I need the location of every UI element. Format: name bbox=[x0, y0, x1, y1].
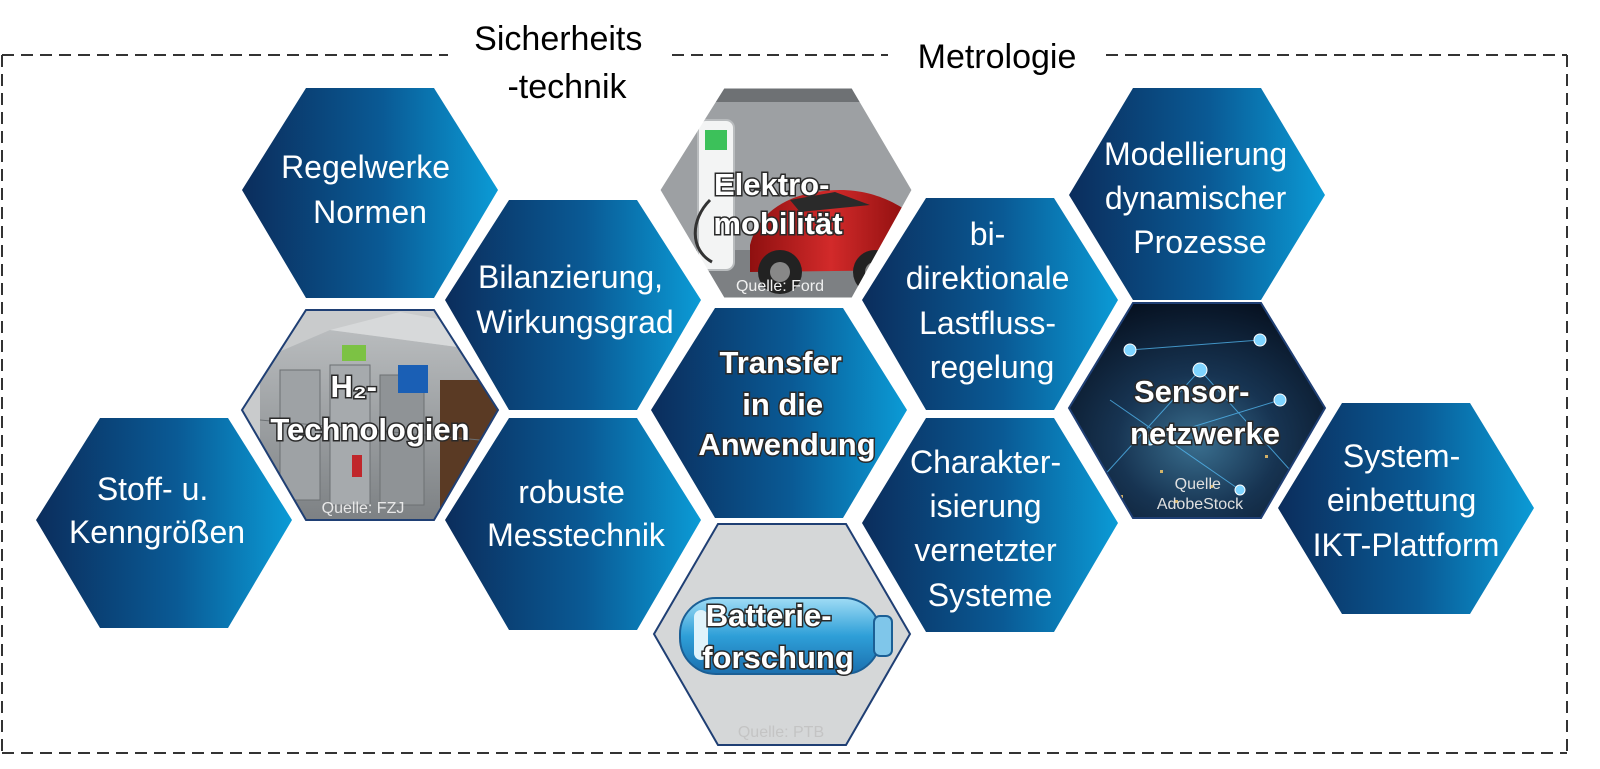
hex-elektro-line-1: Elektro- bbox=[714, 167, 829, 202]
battery-illustration bbox=[654, 524, 910, 745]
hex-h2: H₂- Technologien Quelle: FZJ bbox=[240, 309, 500, 521]
hex-batterie-line-2: forschung bbox=[702, 640, 854, 675]
hex-robuste-line-2: Messtechnik bbox=[487, 517, 666, 553]
hex-elektro: Elektro- mobilität Quelle: Ford bbox=[659, 87, 913, 299]
hex-bilanzierung-line-2: Wirkungsgrad bbox=[476, 304, 673, 340]
hex-bidirektional-line-1: bi- bbox=[970, 216, 1006, 252]
credit-batterie: Quelle: PTB bbox=[738, 724, 824, 741]
hex-bidirektional-line-4: regelung bbox=[930, 349, 1055, 385]
svg-text:Charakter- isierung: Charakter- isierung vernetzter Systeme bbox=[910, 444, 1070, 613]
hex-regelwerke: Regelwerke Normen bbox=[242, 88, 498, 298]
svg-text:bi- direktionale L: bi- direktionale Lastfluss- regelung bbox=[906, 216, 1079, 385]
svg-text:Modellierung dynamischer: Modellierung dynamischer Prozesse bbox=[1104, 136, 1296, 260]
hex-transfer-line-2: in die bbox=[742, 387, 823, 422]
hex-bilanzierung: Bilanzierung, Wirkungsgrad bbox=[445, 200, 701, 410]
hex-charakter: Charakter- isierung vernetzter Systeme bbox=[862, 418, 1118, 632]
hex-system-line-1: System- bbox=[1343, 438, 1460, 474]
credit-elektro: Quelle: Ford bbox=[736, 278, 824, 295]
hex-bidirektional-line-2: direktionale bbox=[906, 260, 1070, 296]
svg-text:Regelwerke Normen: Regelwerke Normen bbox=[281, 149, 459, 230]
hex-stoff-line-1: Stoff- u. bbox=[97, 471, 208, 507]
hex-regelwerke-line-2: Normen bbox=[313, 194, 427, 230]
credit-h2: Quelle: FZJ bbox=[322, 500, 405, 517]
hex-transfer-line-1: Transfer bbox=[720, 345, 842, 380]
hex-sensor-line-1: Sensor- bbox=[1134, 374, 1249, 409]
hex-modellierung-line-1: Modellierung bbox=[1104, 136, 1287, 172]
svg-text:System- einbettung: System- einbettung IKT-Plattform bbox=[1313, 438, 1500, 563]
credit-sensor-line-1: Quelle bbox=[1175, 476, 1221, 493]
hex-robuste: robuste Messtechnik bbox=[445, 418, 701, 630]
hex-h2-line-1: H₂- bbox=[330, 369, 377, 404]
svg-text:Transfer in die An: Transfer in die Anwendung bbox=[698, 345, 875, 462]
hex-modellierung: Modellierung dynamischer Prozesse bbox=[1069, 88, 1325, 300]
hex-modellierung-line-3: Prozesse bbox=[1133, 224, 1266, 260]
hex-charakter-line-1: Charakter- bbox=[910, 444, 1061, 480]
svg-text:Sensor- netzwerke: Sensor- netzwerke bbox=[1130, 374, 1280, 451]
hex-charakter-line-4: Systeme bbox=[928, 577, 1052, 613]
label-sicherheitstechnik-line-1: Sicherheits bbox=[474, 20, 642, 58]
svg-text:Elektro- mobilität: Elektro- mobilität bbox=[713, 167, 842, 241]
hex-stoff-line-2: Kenngrößen bbox=[69, 514, 245, 550]
svg-text:Batterie- forschung: Batterie- forschung bbox=[702, 598, 854, 675]
label-sicherheitstechnik-line-2: -technik bbox=[507, 68, 627, 106]
dashed-frame bbox=[1, 54, 1568, 754]
hex-elektro-line-2: mobilität bbox=[713, 206, 842, 241]
hex-bidirektional: bi- direktionale Lastfluss- regelung bbox=[862, 198, 1118, 410]
hex-batterie-line-1: Batterie- bbox=[706, 598, 832, 633]
hex-bidirektional-line-3: Lastfluss- bbox=[919, 305, 1056, 341]
svg-text:H₂- Technologien: H₂- Technologien bbox=[270, 369, 469, 447]
hex-sensor-line-2: netzwerke bbox=[1130, 416, 1280, 451]
svg-text:Stoff- u. Kenngrößen: Stoff- u. Kenngrößen bbox=[69, 471, 245, 550]
hex-robuste-line-1: robuste bbox=[518, 474, 625, 510]
hex-bilanzierung-line-1: Bilanzierung, bbox=[478, 259, 663, 295]
hex-transfer: Transfer in die Anwendung bbox=[651, 308, 907, 518]
hex-stoff: Stoff- u. Kenngrößen bbox=[36, 418, 292, 628]
hex-batterie: Batterie- forschung Quelle: PTB bbox=[652, 523, 912, 746]
hex-h2-line-2: Technologien bbox=[270, 412, 469, 447]
hex-modellierung-line-2: dynamischer bbox=[1105, 180, 1287, 216]
credit-sensor-line-2: AdobeStock bbox=[1157, 496, 1244, 513]
hex-system-line-3: IKT-Plattform bbox=[1313, 527, 1500, 563]
label-sicherheitstechnik: Sicherheits -technik bbox=[474, 20, 652, 106]
svg-text:Bilanzierung, Wirkungsgr: Bilanzierung, Wirkungsgrad bbox=[476, 259, 673, 340]
credit-sensor: Quelle AdobeStock bbox=[1157, 476, 1244, 513]
svg-text:robuste Messtechnik: robuste Messtechnik bbox=[487, 474, 666, 553]
hex-system-line-2: einbettung bbox=[1327, 482, 1476, 518]
hex-regelwerke-line-1: Regelwerke bbox=[281, 149, 450, 185]
hex-charakter-line-3: vernetzter bbox=[914, 532, 1057, 568]
hex-transfer-line-3: Anwendung bbox=[698, 427, 875, 462]
label-metrologie: Metrologie bbox=[918, 38, 1077, 76]
hex-sensor: Sensor- netzwerke Quelle AdobeStock bbox=[1067, 302, 1327, 519]
hex-charakter-line-2: isierung bbox=[930, 488, 1042, 524]
hex-system: System- einbettung IKT-Plattform bbox=[1278, 403, 1534, 614]
